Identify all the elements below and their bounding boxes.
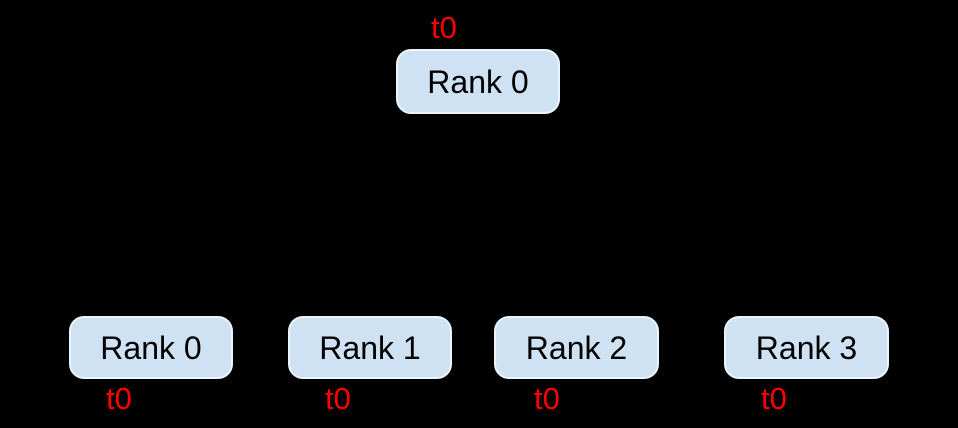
child1-time-label: t0 — [325, 381, 351, 416]
node-label: Rank 3 — [755, 329, 858, 366]
node-label: Rank 2 — [525, 329, 628, 366]
child2-time-label: t0 — [534, 381, 560, 416]
node-label: Rank 0 — [100, 329, 202, 366]
node-rank3-child: Rank 3 — [724, 316, 889, 379]
root-time-label: t0 — [431, 10, 457, 45]
node-label: Rank 0 — [427, 63, 529, 100]
child3-time-label: t0 — [761, 381, 787, 416]
child0-time-label: t0 — [106, 381, 132, 416]
node-rank0-root: Rank 0 — [396, 49, 560, 114]
node-rank1-child: Rank 1 — [288, 316, 452, 379]
node-rank2-child: Rank 2 — [494, 316, 659, 379]
node-rank0-child: Rank 0 — [69, 316, 233, 379]
node-label: Rank 1 — [319, 329, 421, 366]
